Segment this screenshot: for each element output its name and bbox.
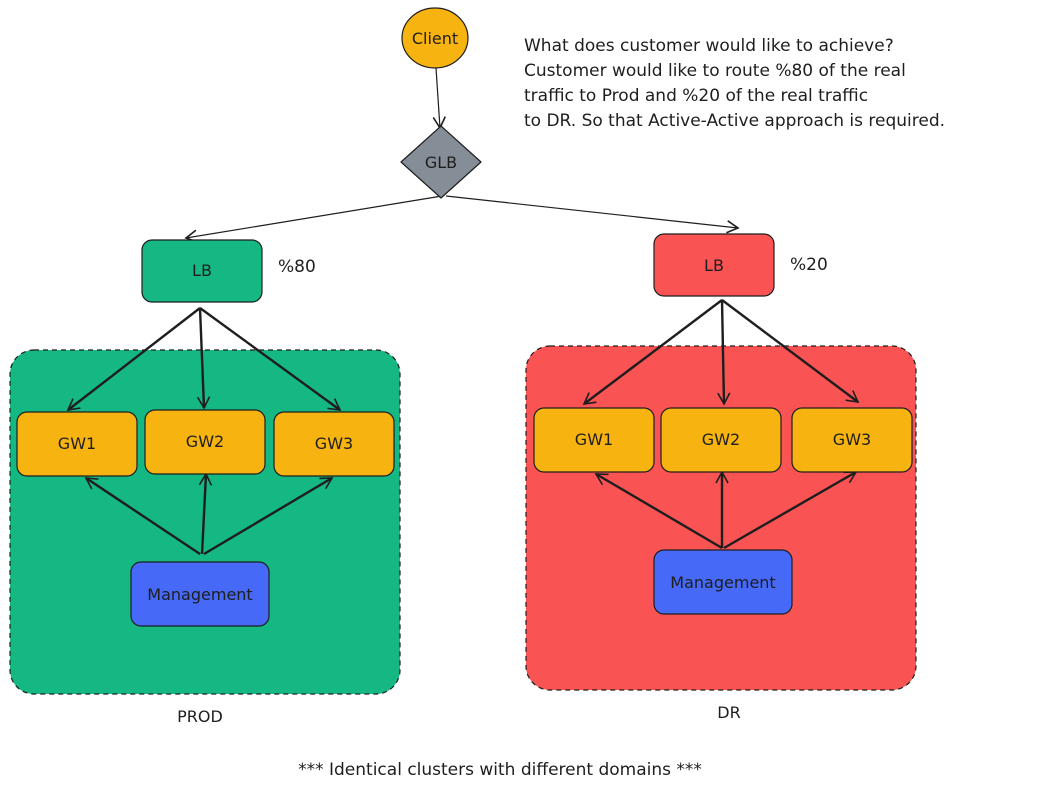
- prod-load-balancer[interactable]: LB: [141, 239, 263, 303]
- prod-lb-to-gw3-arrow: [199, 307, 342, 411]
- prod-traffic-share: %80: [278, 257, 316, 277]
- prod-mgmt-to-gw3-arrow: [203, 476, 334, 556]
- client-node[interactable]: Client: [401, 7, 469, 69]
- dr-lb-to-gw2-arrow: [717, 299, 731, 406]
- prod-zone: [9, 349, 401, 695]
- dr-zone-label: DR: [717, 703, 740, 722]
- management-label: Management: [670, 573, 775, 592]
- glb-node[interactable]: GLB: [400, 125, 482, 199]
- gateway-label: GW1: [58, 434, 96, 453]
- dr-gateway-3[interactable]: GW3: [791, 407, 913, 473]
- prod-gateway-3[interactable]: GW3: [273, 411, 395, 477]
- dr-lb-label: LB: [704, 256, 724, 275]
- client-to-glb-arrow: [432, 67, 446, 130]
- requirement-note: What does customer would like to achieve…: [524, 34, 1039, 134]
- prod-management-node[interactable]: Management: [130, 561, 270, 627]
- dr-gateway-2[interactable]: GW2: [660, 407, 782, 473]
- glb-to-prod-lb-arrow: [184, 195, 443, 243]
- prod-gateway-2[interactable]: GW2: [144, 409, 266, 475]
- prod-zone-label: PROD: [177, 707, 223, 726]
- dr-gateway-1[interactable]: GW1: [533, 407, 655, 473]
- dr-mgmt-to-gw1-arrow: [594, 472, 723, 550]
- note-line: traffic to Prod and %20 of the real traf…: [524, 86, 869, 106]
- gateway-label: GW3: [315, 434, 353, 453]
- prod-lb-label: LB: [192, 261, 212, 280]
- client-label: Client: [412, 29, 458, 48]
- dr-management-node[interactable]: Management: [653, 549, 793, 615]
- gateway-label: GW1: [575, 430, 613, 449]
- prod-gateway-1[interactable]: GW1: [16, 411, 138, 477]
- connectors: [66, 67, 860, 556]
- glb-label: GLB: [425, 153, 457, 172]
- note-line: Customer would like to route %80 of the …: [524, 61, 906, 81]
- gateway-label: GW3: [833, 430, 871, 449]
- prod-lb-to-gw2-arrow: [196, 307, 211, 410]
- prod-mgmt-to-gw1-arrow: [84, 477, 201, 555]
- gateway-label: GW2: [186, 432, 224, 451]
- dr-lb-to-gw3-arrow: [721, 299, 860, 404]
- note-line: to DR. So that Active-Active approach is…: [524, 111, 946, 131]
- note-line: What does customer would like to achieve…: [524, 36, 894, 56]
- gateway-label: GW2: [702, 430, 740, 449]
- prod-lb-to-gw1-arrow: [66, 307, 201, 412]
- prod-mgmt-to-gw2-arrow: [198, 472, 213, 555]
- dr-lb-to-gw1-arrow: [582, 299, 723, 406]
- glb-to-dr-lb-arrow: [445, 195, 740, 234]
- management-label: Management: [147, 585, 252, 604]
- dr-traffic-share: %20: [790, 255, 828, 275]
- footer-caption: *** Identical clusters with different do…: [298, 760, 702, 780]
- dr-mgmt-to-gw3-arrow: [723, 470, 858, 550]
- dr-load-balancer[interactable]: LB: [653, 233, 775, 297]
